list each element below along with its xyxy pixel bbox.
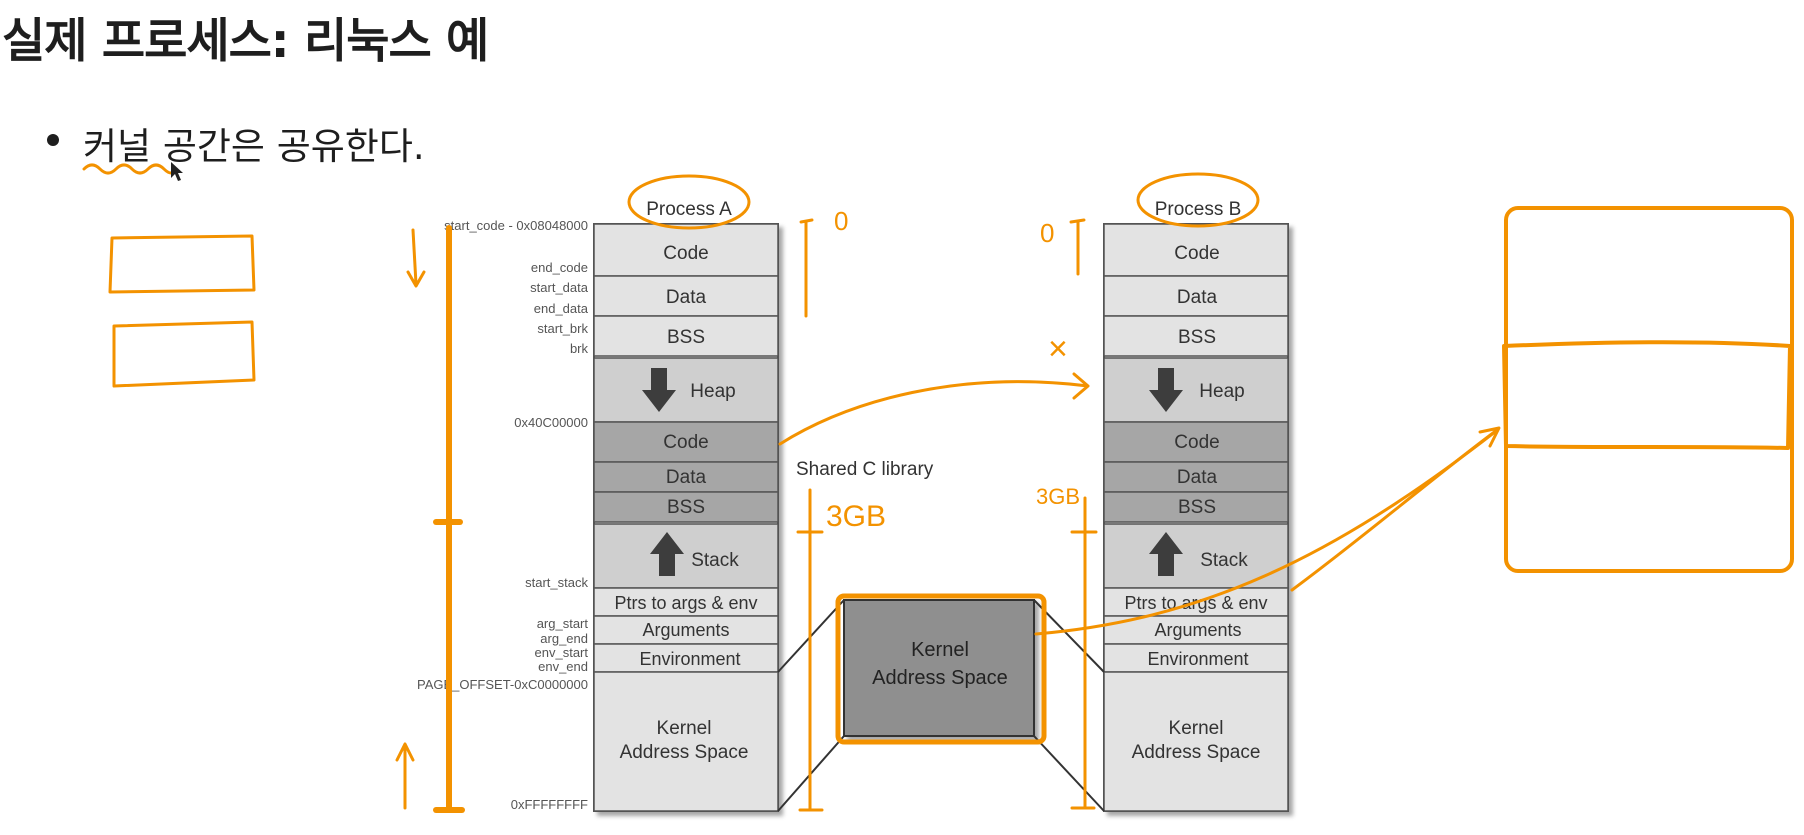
bullet-marker <box>47 134 59 146</box>
sketch-box-top <box>108 234 256 294</box>
label-code: Code <box>663 243 708 264</box>
addr-page-offset: PAGE_OFFSET-0xC0000000 <box>417 677 588 692</box>
label-code: Code <box>1174 243 1219 264</box>
segment-code <box>1103 223 1289 277</box>
label-lib-data: Data <box>666 467 707 488</box>
label-lib-code: Code <box>663 432 708 453</box>
label-heap: Heap <box>1199 381 1244 402</box>
segment-stack <box>593 523 779 589</box>
addr-env-start: env_start <box>535 645 589 660</box>
handwritten-labels: 0 0 × 3GB 3GB <box>826 206 1080 533</box>
label-lib-bss: BSS <box>667 497 705 518</box>
segment-data <box>593 275 779 317</box>
label-kernel-line1: Kernel <box>657 718 712 739</box>
heap-down-arrow-icon <box>642 368 676 412</box>
shared-kernel-box: Kernel Address Space <box>843 599 1035 737</box>
shared-kernel-line1: Kernel <box>911 639 969 661</box>
bullet-text: 커널 공간은 공유한다. <box>83 125 425 168</box>
addr-start-stack: start_stack <box>525 575 588 590</box>
segment-heap <box>1103 357 1289 423</box>
sketch-right-band <box>1502 340 1792 450</box>
addr-arg-start: arg_start <box>537 616 589 631</box>
addr-end-data: end_data <box>534 301 589 316</box>
hw-cross: × <box>1048 330 1068 368</box>
addr-arg-end: arg_end <box>540 631 588 646</box>
label-lib-code: Code <box>1174 432 1219 453</box>
circle-process-a <box>627 174 751 230</box>
label-data: Data <box>1177 287 1218 308</box>
addr-max: 0xFFFFFFFF <box>511 797 588 812</box>
hw-3gb-a: 3GB <box>826 500 886 533</box>
addr-start-brk: start_brk <box>537 321 588 336</box>
label-bss: BSS <box>1178 327 1216 348</box>
sketch-right-box <box>1504 206 1794 573</box>
label-stack: Stack <box>1200 550 1248 571</box>
label-lib-data: Data <box>1177 467 1218 488</box>
underline-squiggle <box>82 163 178 175</box>
circle-process-b <box>1136 172 1260 228</box>
addr-end-code: end_code <box>531 260 588 275</box>
addr-brk: brk <box>570 341 589 356</box>
addr-start-data: start_data <box>530 280 589 295</box>
segment-bss <box>1103 315 1289 357</box>
segment-lib-data <box>1103 461 1289 493</box>
arrow-kernel-to-box <box>1290 426 1501 592</box>
label-lib-bss: BSS <box>1178 497 1216 518</box>
label-kernel-line1: Kernel <box>1169 718 1224 739</box>
handwritten-annotations <box>82 163 1794 813</box>
stack-up-arrow-icon <box>650 532 684 576</box>
segment-environment <box>1103 643 1289 673</box>
label-bss: BSS <box>667 327 705 348</box>
shared-kernel-line2: Address Space <box>872 667 1008 689</box>
process-b-column: Code Data BSS Heap Code Data BSS Stack P… <box>1103 199 1289 812</box>
process-a-column: Code Data BSS Heap Code Data BSS Stack P… <box>417 199 779 812</box>
segment-kernel <box>593 671 779 812</box>
addr-lib-base: 0x40C00000 <box>514 415 588 430</box>
addr-start-code: start_code - 0x08048000 <box>444 218 588 233</box>
label-ptrs: Ptrs to args & env <box>614 593 757 613</box>
label-data: Data <box>666 287 707 308</box>
mouse-cursor-icon <box>171 162 183 181</box>
heap-down-arrow-icon <box>1149 368 1183 412</box>
label-kernel-line2: Address Space <box>620 742 749 763</box>
segment-lib-code <box>593 421 779 463</box>
addr-env-end: env_end <box>538 659 588 674</box>
stack-up-arrow-icon <box>1149 532 1183 576</box>
segment-ptrs <box>593 587 779 617</box>
segment-lib-bss <box>1103 491 1289 523</box>
label-arguments: Arguments <box>1154 620 1241 640</box>
segment-bss <box>593 315 779 357</box>
label-arguments: Arguments <box>642 620 729 640</box>
segment-code <box>593 223 779 277</box>
sketch-box-bottom <box>112 320 256 388</box>
segment-lib-bss <box>593 491 779 523</box>
label-environment: Environment <box>639 649 740 669</box>
hw-3gb-b: 3GB <box>1036 484 1080 509</box>
label-heap: Heap <box>690 381 735 402</box>
page-title: 실제 프로세스: 리눅스 예 <box>2 14 489 69</box>
hw-zero-a: 0 <box>834 206 848 236</box>
shared-lib-label: Shared C library <box>796 459 934 480</box>
label-kernel-line2: Address Space <box>1132 742 1261 763</box>
highlight-shared-kernel <box>835 593 1047 745</box>
segment-kernel <box>1103 671 1289 812</box>
process-b-title: Process B <box>1155 199 1242 220</box>
hw-zero-b: 0 <box>1040 218 1054 248</box>
segment-environment <box>593 643 779 673</box>
arrow-lib-to-heap <box>778 372 1090 446</box>
segment-lib-code <box>1103 421 1289 463</box>
label-stack: Stack <box>691 550 739 571</box>
process-a-title: Process A <box>646 199 732 220</box>
segment-heap <box>593 357 779 423</box>
label-environment: Environment <box>1147 649 1248 669</box>
